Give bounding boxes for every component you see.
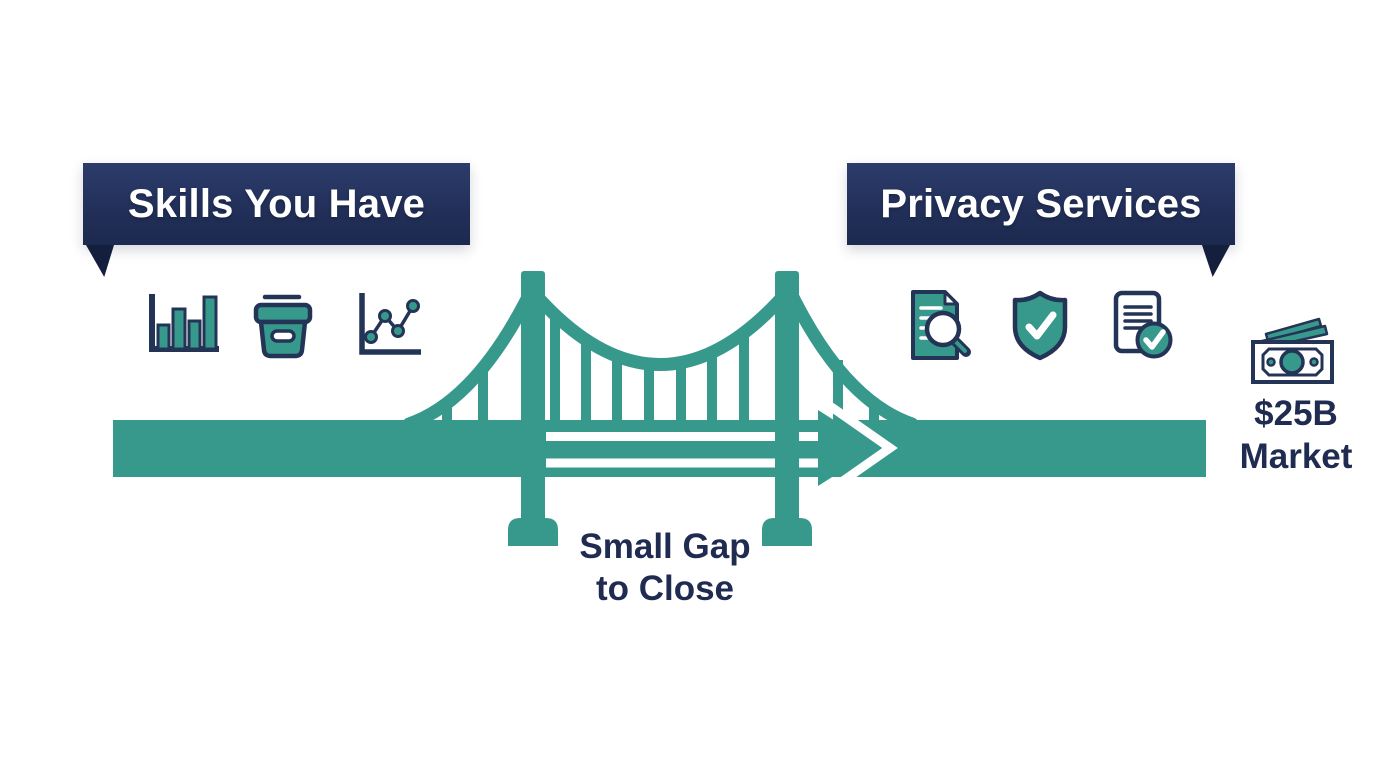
progress-arrow-shaft (546, 432, 822, 468)
bridge-foot-right (762, 518, 812, 546)
storage-box-icon (253, 294, 313, 359)
market-label-text: Market (1239, 437, 1353, 477)
banner-skills-label: Skills You Have (127, 181, 426, 226)
banner-privacy: Privacy Services (847, 163, 1235, 277)
bridge-tower-right (775, 271, 799, 526)
bridge-suspenders (442, 313, 879, 426)
gap-label-line2: to Close (595, 569, 735, 609)
bridge-tower-left (521, 271, 545, 526)
bridge-cables (402, 280, 919, 431)
gap-label-line1: Small Gap (579, 527, 751, 566)
road-band (113, 420, 1206, 477)
bridge-foot-left (508, 518, 558, 546)
trend-line-icon (359, 293, 421, 355)
bridge-towers (508, 271, 812, 546)
banner-privacy-label: Privacy Services (880, 181, 1202, 226)
market-callout: $25B Market (1211, 392, 1376, 479)
bar-chart-icon (149, 294, 219, 352)
progress-arrow-chevron (817, 395, 898, 501)
market-value: $25B (1254, 394, 1338, 433)
gap-label: Small Gap to Close (515, 526, 815, 611)
shield-check-icon (1012, 290, 1068, 361)
money-icon (1251, 317, 1334, 384)
document-approved-icon (1113, 290, 1173, 359)
progress-arrow-head (818, 410, 878, 486)
banner-skills: Skills You Have (83, 163, 470, 277)
document-search-icon (911, 290, 971, 360)
